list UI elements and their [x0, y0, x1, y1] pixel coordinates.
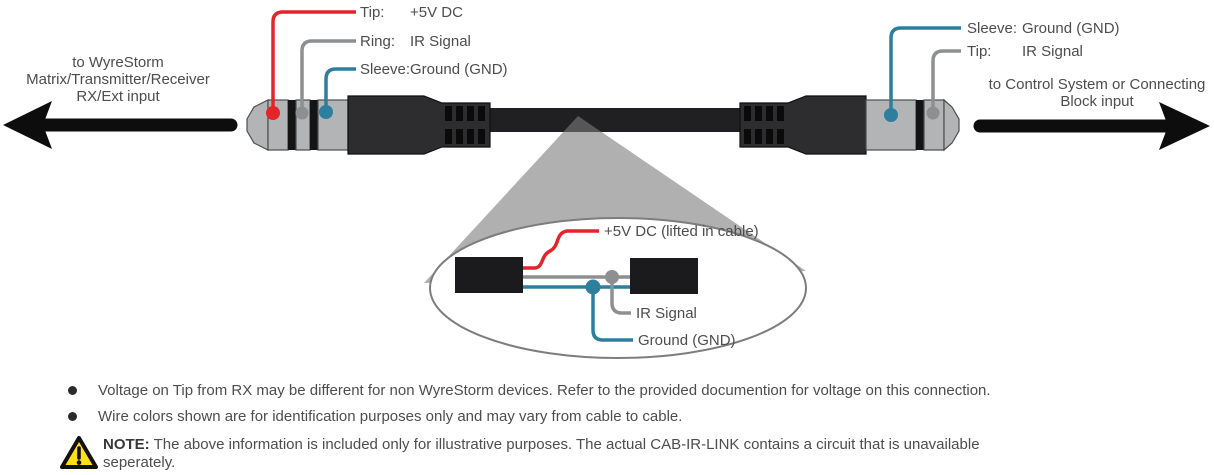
pin-value: +5V DC: [410, 4, 463, 21]
right-ts-plug: [739, 95, 960, 155]
pin-label: Sleeve:: [360, 61, 411, 78]
left-direction-line-3: RX/Ext input: [76, 88, 160, 105]
pin-value: IR Signal: [410, 33, 471, 50]
left-pin-row-ring: Ring: IR Signal: [360, 33, 471, 50]
note-prefix: NOTE:: [103, 436, 150, 453]
callout-ir-label: IR Signal: [636, 305, 697, 322]
pin-label: Tip:: [360, 4, 385, 21]
cable-end-right: [630, 258, 698, 294]
callout-power-label: +5V DC (lifted in cable): [604, 223, 759, 240]
left-sleeve-dot: [319, 105, 333, 119]
left-sleeve-leader: [324, 67, 356, 110]
note-bullet-2: Wire colors shown are for identification…: [68, 408, 682, 425]
right-sleeve-leader: [889, 26, 961, 112]
pin-value: Ground (GND): [1022, 20, 1120, 37]
left-plug-tip-point: [246, 99, 269, 151]
note-text-line-2: seperately.: [103, 454, 176, 471]
left-trs-plug: [246, 95, 491, 155]
right-pin-row-sleeve: Sleeve: Ground (GND): [967, 20, 1120, 37]
pin-value: IR Signal: [1022, 43, 1083, 60]
right-pin-row-tip: Tip: IR Signal: [967, 43, 1083, 60]
note-bullet-1: Voltage on Tip from RX may be different …: [68, 382, 991, 399]
right-pin-leaders: [884, 26, 961, 122]
cable-end-left: [455, 257, 523, 293]
ir-signal-leader: [610, 277, 631, 315]
left-direction-label: to WyreStorm Matrix/Transmitter/Receiver…: [8, 54, 228, 105]
ground-leader: [591, 287, 633, 342]
right-direction-label: to Control System or Connecting Block in…: [988, 76, 1206, 110]
left-direction-line-1: to WyreStorm: [72, 54, 164, 71]
pin-label: Sleeve:: [967, 20, 1018, 37]
pin-label: Ring:: [360, 33, 396, 50]
right-plug-body: [739, 95, 867, 155]
left-direction-line-2: Matrix/Transmitter/Receiver: [26, 71, 210, 88]
right-sleeve-dot: [884, 108, 898, 122]
note-bullet-2-text: Wire colors shown are for identification…: [98, 408, 683, 425]
right-plug-grip-notches: [744, 106, 784, 144]
callout-ground-label: Ground (GND): [638, 332, 736, 349]
right-tip-leader: [931, 49, 961, 110]
warning-icon: [60, 436, 98, 469]
right-direction-arrow: [973, 102, 1210, 150]
left-pin-row-sleeve: Sleeve: Ground (GND): [360, 61, 508, 78]
bullet-icon: [68, 412, 77, 421]
left-tip-leader: [271, 10, 356, 110]
ground-junction-dot: [585, 279, 601, 295]
left-direction-arrow: [3, 101, 238, 149]
cable: [480, 108, 740, 132]
ir-junction-dot: [605, 270, 619, 284]
internal-wiring: [455, 229, 698, 342]
left-plug-grip-notches: [445, 106, 485, 144]
right-tip-dot: [926, 106, 940, 120]
left-plug-body: [347, 95, 491, 155]
power-wire-lifted: [523, 229, 599, 270]
left-pin-row-tip: Tip: +5V DC: [360, 4, 463, 21]
left-ring-dot: [295, 106, 309, 120]
note-line-1-text: The above information is included only f…: [153, 436, 980, 453]
pin-label: Tip:: [967, 43, 992, 60]
left-pin-leaders: [266, 10, 356, 120]
left-ring-leader: [300, 39, 356, 110]
right-plug-tip-point: [943, 98, 960, 152]
bullet-icon: [68, 386, 77, 395]
left-tip-dot: [266, 106, 280, 120]
note-bullet-1-text: Voltage on Tip from RX may be different …: [98, 382, 991, 399]
note-text-line-1: NOTE: The above information is included …: [103, 436, 980, 454]
pin-value: Ground (GND): [410, 61, 508, 78]
